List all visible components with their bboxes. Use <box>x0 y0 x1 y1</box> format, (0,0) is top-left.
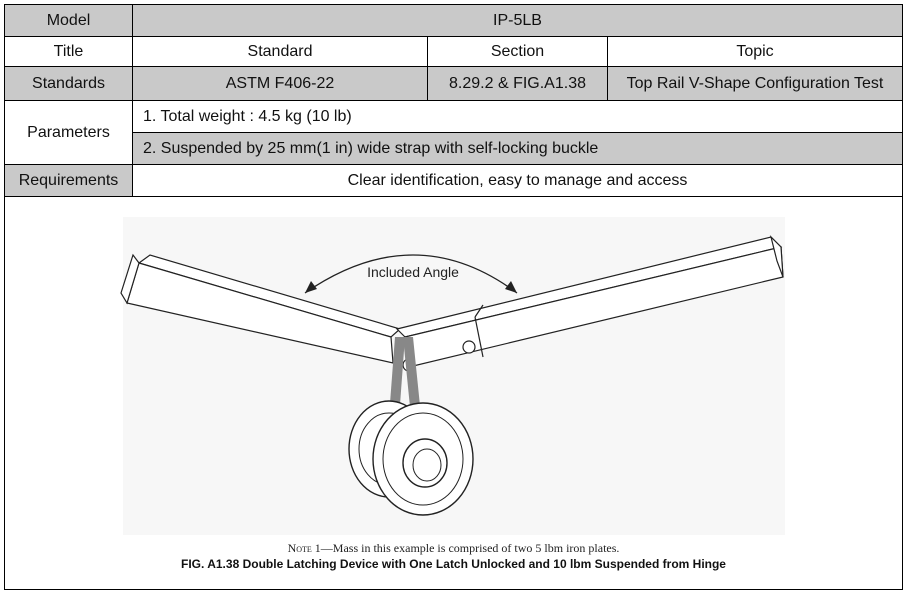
note-prefix: Note <box>287 541 312 555</box>
standards-label: Standards <box>5 67 133 100</box>
v-shape-rail-illustration: Included Angle <box>120 217 785 535</box>
figure-area: Included Angle Note 1—Mass in this examp… <box>5 197 902 589</box>
included-angle-label: Included Angle <box>367 264 459 280</box>
model-label: Model <box>5 5 133 36</box>
title-row: Title Standard Section Topic <box>5 37 902 67</box>
parameter-row-2: 2. Suspended by 25 mm(1 in) wide strap w… <box>133 133 902 165</box>
requirements-value: Clear identification, easy to manage and… <box>347 171 688 189</box>
standards-row: Standards ASTM F406-22 8.29.2 & FIG.A1.3… <box>5 67 902 101</box>
parameters-label: Parameters <box>5 101 133 165</box>
weight-plate-front-rim <box>382 412 464 506</box>
section-value: 8.29.2 & FIG.A1.38 <box>428 67 608 100</box>
requirements-row: Requirements Clear identification, easy … <box>5 165 902 197</box>
included-angle-arc <box>304 254 518 294</box>
standard-value: ASTM F406-22 <box>133 67 428 100</box>
standard-header: Standard <box>133 37 428 66</box>
arc-arrow-left <box>305 281 317 293</box>
parameter-row-1: 1. Total weight : 4.5 kg (10 lb) <box>133 101 902 133</box>
weight-plate-hole-inner <box>412 448 442 482</box>
right-rail-end <box>769 235 784 278</box>
parameter-2: 2. Suspended by 25 mm(1 in) wide strap w… <box>143 139 599 157</box>
section-header: Section <box>428 37 608 66</box>
topic-header: Topic <box>736 42 774 60</box>
spec-sheet: Model IP-5LB Title Standard Section Topi… <box>4 4 903 590</box>
parameter-1: 1. Total weight : 4.5 kg (10 lb) <box>143 107 352 125</box>
figure-note: Note 1—Mass in this example is comprised… <box>5 541 902 556</box>
latch-seam <box>474 316 484 358</box>
title-label: Title <box>5 37 133 66</box>
requirements-label: Requirements <box>5 165 133 196</box>
arc-arrow-right <box>505 281 517 293</box>
note-text: 1—Mass in this example is comprised of t… <box>311 541 620 555</box>
weight-plate-hole <box>402 438 448 488</box>
figure-caption: FIG. A1.38 Double Latching Device with O… <box>181 557 726 571</box>
model-row: Model IP-5LB <box>5 5 902 37</box>
model-value: IP-5LB <box>493 11 542 29</box>
topic-value: Top Rail V-Shape Configuration Test <box>626 74 884 92</box>
hinge-hole-right <box>462 340 476 354</box>
latch-seam-top <box>474 304 484 318</box>
left-rail-end <box>120 253 140 305</box>
